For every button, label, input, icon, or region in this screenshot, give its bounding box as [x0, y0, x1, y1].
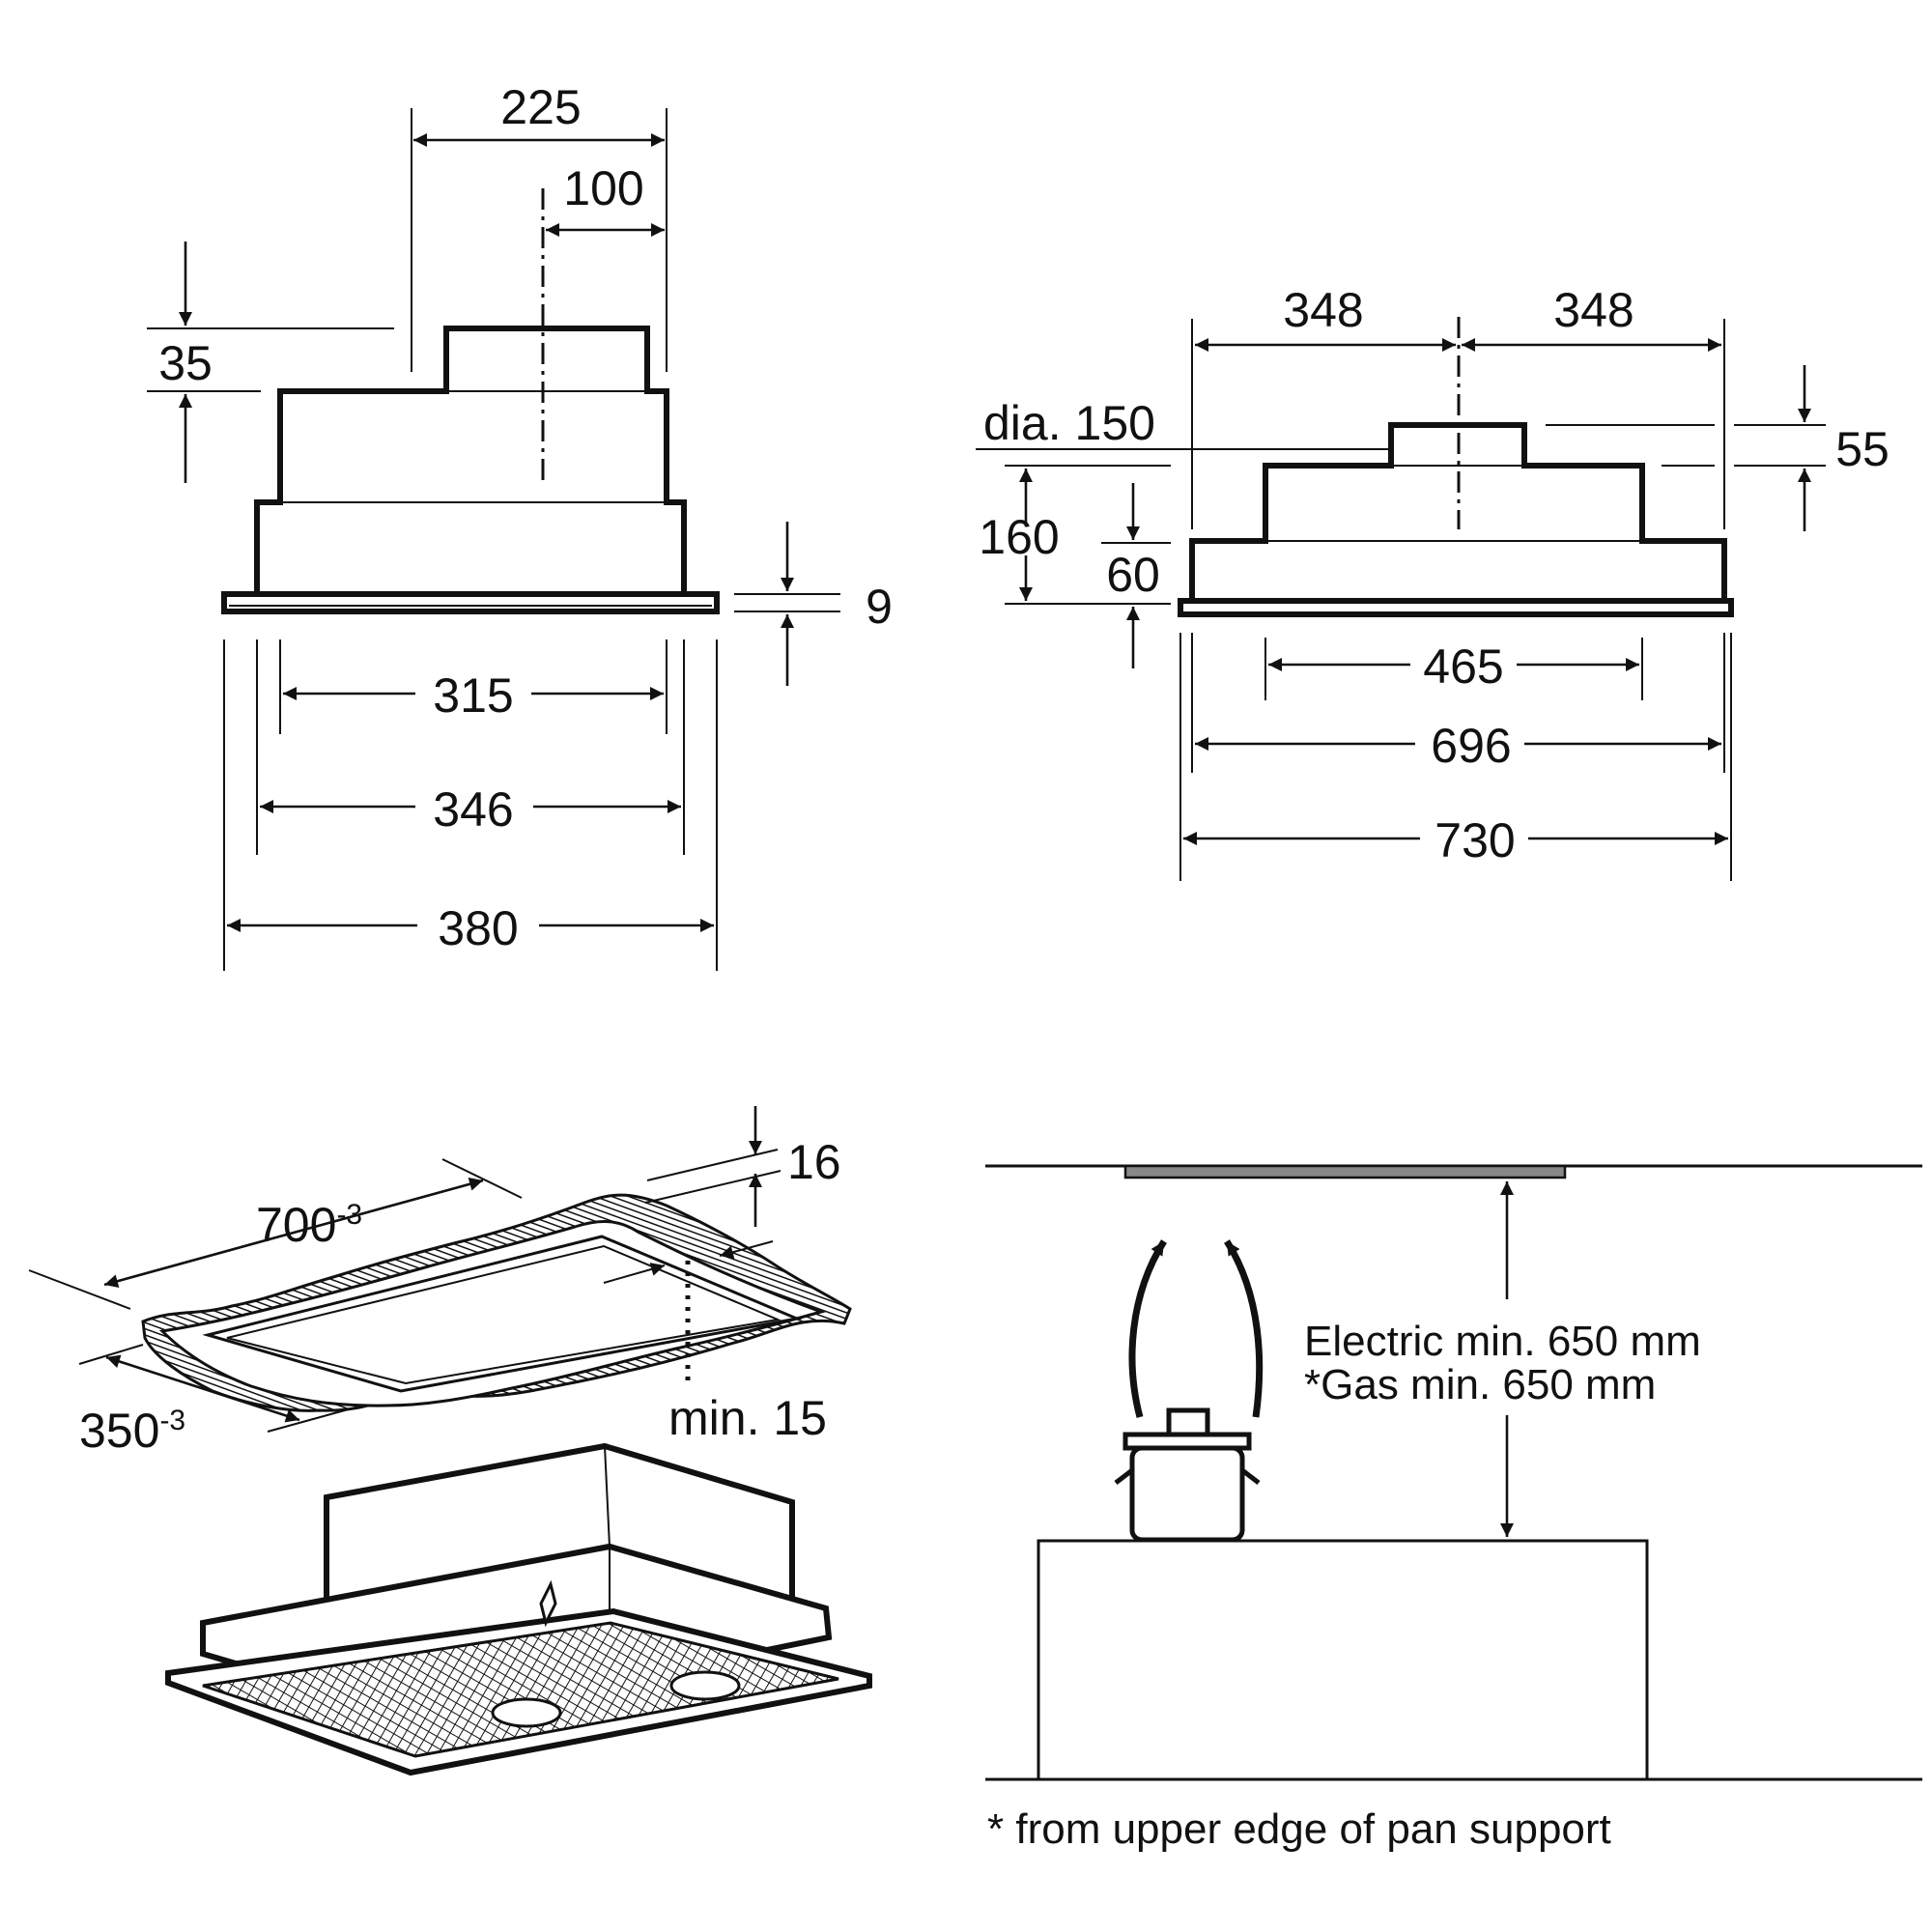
dim-9-label: 9 — [866, 580, 893, 634]
dim-55-label: 55 — [1835, 422, 1889, 476]
gas-min-label: *Gas min. 650 mm — [1304, 1361, 1656, 1408]
dim-465-label: 465 — [1423, 639, 1503, 694]
dimension-arrow-min15-right — [719, 1240, 774, 1260]
dimension-arrow-700 — [103, 1177, 484, 1289]
dia-150-label: dia. 150 — [983, 396, 1155, 450]
extension-line — [78, 1344, 144, 1365]
footnote-label: * from upper edge of pan support — [987, 1805, 1611, 1853]
front-view: 348 348 dia. 150 55 160 60 465 — [976, 283, 1889, 881]
electric-min-label: Electric min. 650 mm — [1304, 1318, 1701, 1365]
extension-line — [646, 1149, 779, 1181]
dim-348-right-label: 348 — [1553, 283, 1634, 337]
dim-160-label: 160 — [979, 510, 1059, 564]
hood-switch — [539, 1579, 557, 1628]
dim-380-label: 380 — [438, 901, 518, 955]
dim-315-label: 315 — [433, 668, 513, 723]
dim-700-label: 700-3 — [256, 1198, 362, 1252]
dim-100-label: 100 — [563, 161, 643, 215]
installation-view: Electric min. 650 mm *Gas min. 650 mm * … — [985, 1164, 1922, 1853]
dim-346-label: 346 — [433, 782, 513, 837]
airflow-arrow — [1128, 1239, 1167, 1418]
dim-696-label: 696 — [1431, 719, 1511, 773]
cabinet-panel-cutout — [141, 1193, 852, 1412]
hob-cabinet — [1037, 1539, 1649, 1781]
hood-light — [669, 1670, 741, 1701]
airflow-arrow — [1224, 1239, 1264, 1418]
side-view: 225 100 35 9 315 346 380 — [147, 80, 893, 971]
extension-line — [28, 1269, 131, 1310]
min-15-label: min. 15 — [668, 1391, 827, 1445]
dim-16-label: 16 — [787, 1135, 841, 1189]
extension-line — [267, 1405, 363, 1433]
dimension-arrow-350 — [105, 1354, 300, 1423]
pot-icon — [1114, 1407, 1261, 1543]
extension-line — [441, 1158, 523, 1199]
dim-225-label: 225 — [500, 80, 581, 134]
dim-348-left-label: 348 — [1283, 283, 1363, 337]
side-view-hood-outline — [221, 326, 720, 614]
dimension-arrow-min15-left — [603, 1263, 666, 1284]
hood-perspective — [165, 1442, 872, 1776]
dim-350-label: 350-3 — [79, 1404, 185, 1458]
hood-panel — [1123, 1164, 1567, 1179]
front-view-hood-outline — [1178, 422, 1734, 617]
dim-730-label: 730 — [1435, 813, 1515, 867]
dim-35-label: 35 — [158, 336, 213, 390]
hood-light — [491, 1697, 562, 1728]
dim-60-label: 60 — [1106, 548, 1160, 602]
cutout-view: 700-3 350-3 16 min. 15 — [28, 1106, 872, 1776]
